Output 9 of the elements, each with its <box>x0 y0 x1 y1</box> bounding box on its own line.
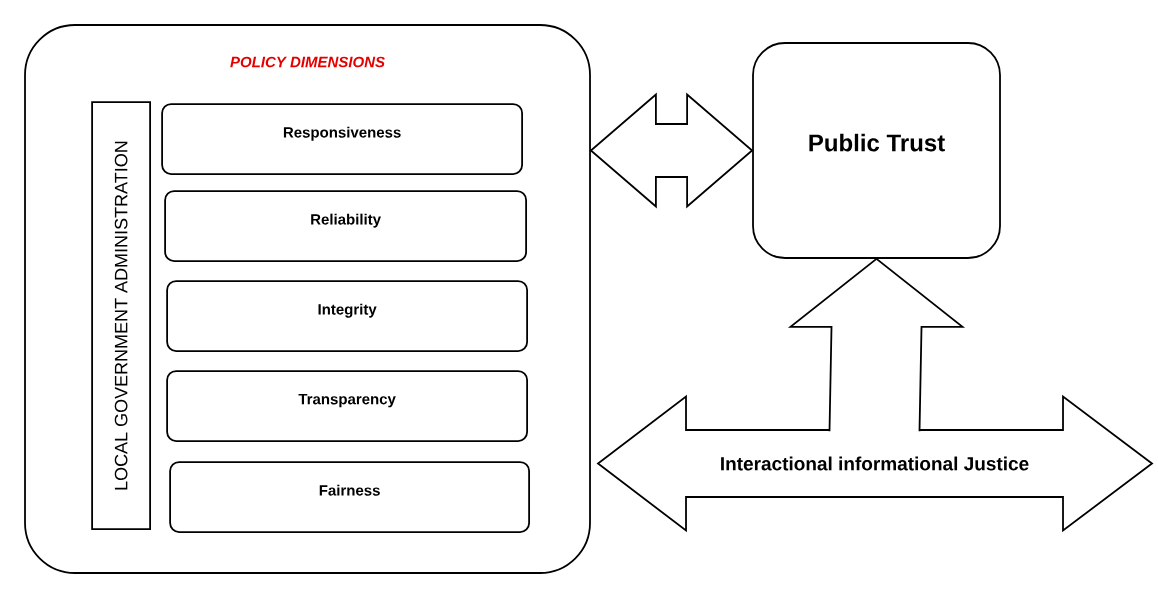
dimension-box: Transparency <box>166 370 528 442</box>
dimension-box: Integrity <box>166 280 528 352</box>
trust-box: Public Trust <box>752 42 1001 259</box>
block-arrow <box>787 257 966 433</box>
dimension-box: Reliability <box>164 190 527 262</box>
dimension-box: Fairness <box>169 461 530 533</box>
block-arrow <box>589 92 754 209</box>
dimension-box: Responsiveness <box>161 103 523 175</box>
vertical-label-box: LOCAL GOVERNMENT ADMINISTRATION <box>91 101 151 530</box>
